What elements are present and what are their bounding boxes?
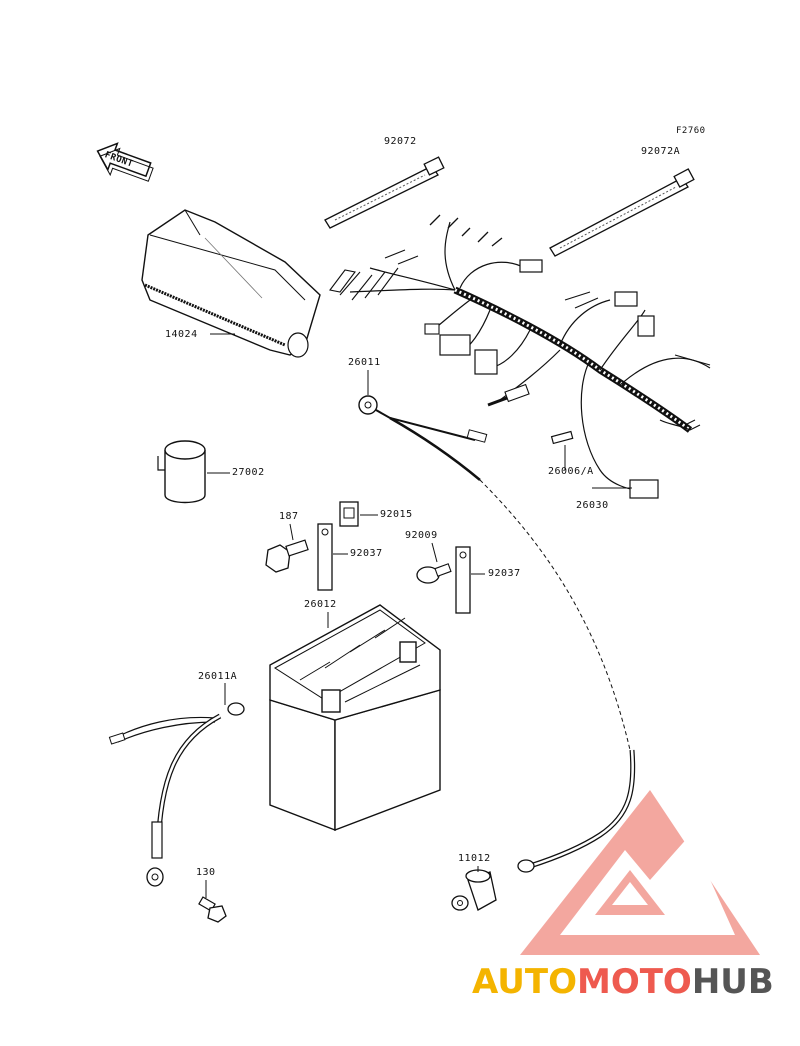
label-11012: 11012 xyxy=(458,853,491,864)
part-26011A-cable xyxy=(108,702,245,887)
watermark-auto: AUTO xyxy=(472,962,577,1002)
part-92072-cable-tie xyxy=(324,156,445,229)
part-92072A-cable-tie xyxy=(549,168,695,257)
part-92037-plate-right xyxy=(455,546,471,614)
part-11012-cap xyxy=(451,869,497,911)
watermark-text: AUTOMOTOHUB xyxy=(472,962,774,1002)
leader-92009 xyxy=(431,542,438,563)
part-14024-cover xyxy=(141,209,321,358)
label-26011A: 26011A xyxy=(198,671,238,682)
label-92037-left: 92037 xyxy=(350,548,383,559)
part-130-bolt xyxy=(198,896,227,923)
part-92015-nut xyxy=(339,501,359,527)
label-130: 130 xyxy=(196,867,216,878)
leader-187 xyxy=(289,523,294,541)
part-26012-battery xyxy=(269,604,441,832)
label-14024: 14024 xyxy=(165,329,198,340)
part-26006A-fuse xyxy=(550,430,574,445)
watermark-logo xyxy=(520,790,760,955)
part-27002-relay xyxy=(157,440,206,504)
label-187: 187 xyxy=(279,511,299,522)
watermark-moto: MOTO xyxy=(576,962,692,1002)
part-26030-wiring-harness xyxy=(329,214,711,499)
part-92037-plate-left xyxy=(317,523,333,591)
part-26011-cable xyxy=(358,395,636,873)
label-92037-right: 92037 xyxy=(488,568,521,579)
front-arrow-icon xyxy=(96,142,154,182)
label-26011: 26011 xyxy=(348,357,381,368)
figure-code: F2760 xyxy=(676,126,706,136)
label-26012: 26012 xyxy=(304,599,337,610)
label-92009: 92009 xyxy=(405,530,438,541)
label-92072: 92072 xyxy=(384,136,417,147)
label-26006A: 26006/A xyxy=(548,466,594,477)
label-92015: 92015 xyxy=(380,509,413,520)
part-92009-screw xyxy=(416,563,452,584)
label-27002: 27002 xyxy=(232,467,265,478)
label-92072A: 92072A xyxy=(641,146,681,157)
label-26030: 26030 xyxy=(576,500,609,511)
watermark-hub: HUB xyxy=(691,962,774,1002)
part-187-bolt xyxy=(265,539,309,573)
